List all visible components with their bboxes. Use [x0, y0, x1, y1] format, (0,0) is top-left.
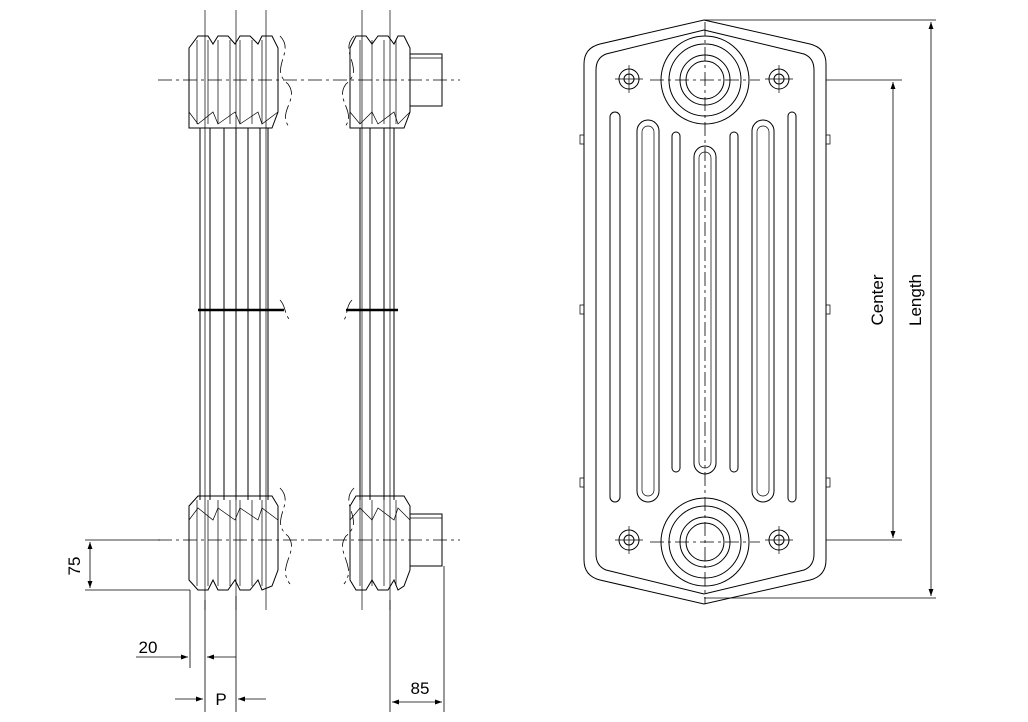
front-view: [579, 19, 831, 605]
dimension-label-75: 75: [65, 557, 84, 576]
dimension-label-center: Center: [868, 274, 887, 325]
dimension-label-length: Length: [906, 274, 925, 326]
side-view-left: [188, 10, 292, 610]
dimension-label-85: 85: [411, 679, 430, 698]
side-view-right: [342, 10, 443, 610]
dimension-label-20: 20: [139, 638, 158, 657]
dimension-label-pitch: P: [215, 690, 226, 709]
dimensions: [85, 19, 936, 712]
